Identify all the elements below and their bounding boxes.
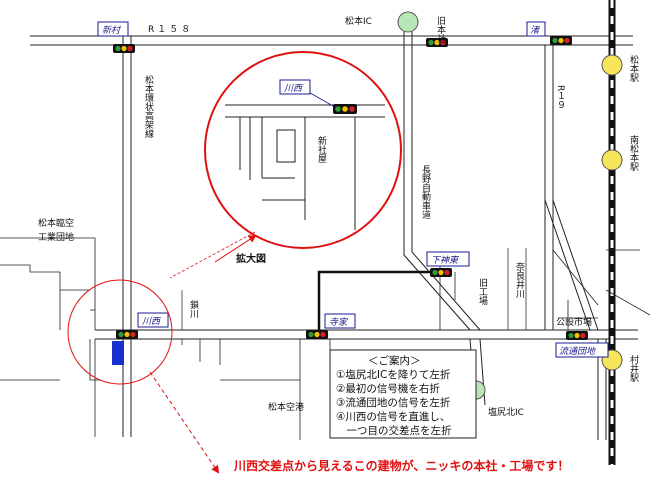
label-kawanishi-zoom: 川西 <box>284 83 304 94</box>
guide-title: ＜ご案内＞ <box>368 354 421 367</box>
label-naraigawa: 奈良井川 <box>514 261 525 298</box>
nikki-headquarters-building <box>112 341 124 365</box>
label-kakudaizu: 拡大図 <box>236 252 266 265</box>
industrial-estate <box>0 237 100 437</box>
signal-shimokanbayashi-higashi <box>430 268 452 277</box>
river-naraigawa <box>507 248 527 330</box>
signal-teraie <box>306 330 328 339</box>
label-shinmura: 新村 <box>102 25 122 36</box>
route-highlight <box>317 270 440 330</box>
label-kyu-honsha: 旧本社 <box>435 16 446 44</box>
label-shiojiri-kita-ic: 塩尻北IC <box>488 406 524 418</box>
road-r158 <box>30 35 633 46</box>
enlarged-map: 川西 新社屋 <box>204 51 402 249</box>
guide-step-5: 一つ目の交差点を左折 <box>336 424 452 437</box>
guide-step-3: ③流通団地の信号を左折 <box>336 396 451 409</box>
road-main-horizontal <box>95 329 638 340</box>
label-nagano-expressway: 長野自動車道 <box>420 165 431 220</box>
zoom-pointer-line <box>169 231 256 279</box>
road-nagano-expressway <box>403 30 486 406</box>
label-matsumoto-airport: 松本空港 <box>268 401 304 413</box>
guide-step-1: ①塩尻北ICを降りて左折 <box>336 368 451 381</box>
railway <box>608 0 616 465</box>
label-nagisa: 渚 <box>530 25 541 36</box>
label-kawanishi: 川西 <box>142 316 162 327</box>
label-suzukawa: 鎖川 <box>188 299 199 318</box>
signal-ryutsu-danchi <box>566 331 588 340</box>
label-kanjo-kouka: 松本環状高架線 <box>143 74 154 138</box>
guide-step-2: ②最初の信号機を右折 <box>336 382 440 395</box>
new-building-zoom <box>276 129 296 163</box>
interchanges <box>397 11 486 400</box>
label-r19: R１９ <box>555 85 565 109</box>
label-minami-matsumoto-eki: 南松本駅 <box>628 134 639 172</box>
label-teraie: 寺家 <box>329 317 348 328</box>
label-matsumoto-ic: 松本IC <box>345 15 372 27</box>
signal-kawanishi-zoom <box>333 104 357 114</box>
label-murai-eki: 村井駅 <box>628 354 639 383</box>
label-r158: R１５８ <box>148 25 193 35</box>
label-shimokanbayashi-higashi: 下神東 <box>431 255 460 266</box>
signal-kyu-honsha <box>426 38 448 47</box>
kawanishi-highlight-circle <box>67 279 173 385</box>
guide-step-4: ④川西の信号を直進し、 <box>336 410 450 423</box>
label-shin-shaoku: 新社屋 <box>316 135 327 164</box>
signal-kawanishi <box>116 330 138 339</box>
signal-nagisa <box>550 36 572 45</box>
note-arrow <box>149 371 220 474</box>
station-minami-matsumoto <box>601 149 623 171</box>
label-kouseki-shijo: 公設市場 <box>556 316 592 328</box>
road-kanjo-kouka <box>122 36 132 437</box>
guide-box: ＜ご案内＞ ①塩尻北ICを降りて左折 ②最初の信号機を右折 ③流通団地の信号を左… <box>329 349 477 439</box>
ic-matsumoto <box>397 11 419 33</box>
label-matsumoto-eki: 松本駅 <box>628 54 639 83</box>
stations <box>601 54 623 371</box>
label-airport-industrial: 松本臨空 工業団地 <box>38 217 77 243</box>
building-note: 川西交差点から見えるこの建物が、ニッキの本社・工場です！ <box>233 458 569 473</box>
signal-shinmura <box>113 44 135 53</box>
station-matsumoto <box>601 54 623 76</box>
label-ryutsu-danchi: 流通団地 <box>559 346 596 357</box>
label-kyu-kojo: 旧工場 <box>477 278 488 306</box>
